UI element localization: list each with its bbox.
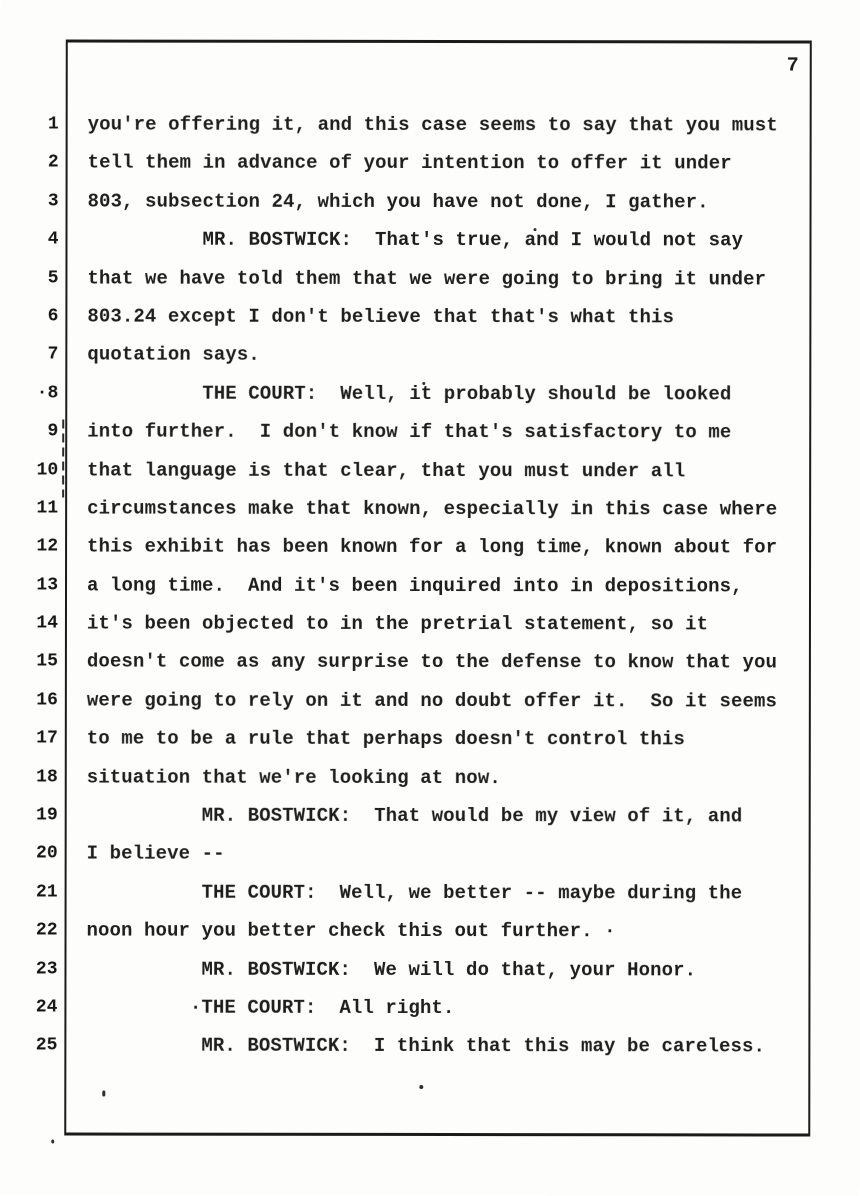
line-number: 10: [36, 459, 59, 480]
scan-speck: [422, 381, 426, 385]
transcript-line: 5 that we have told them that we were goi…: [0, 259, 860, 299]
line-number: 4: [47, 229, 59, 250]
transcript-line: 3 803, subsection 24, which you have not …: [1, 182, 860, 222]
line-number: 24: [35, 997, 58, 1018]
line-text: 803.24 except I don't believe that that'…: [87, 305, 675, 329]
line-text: MR. BOSTWICK: That's true, and I would n…: [87, 228, 744, 252]
line-number: 22: [35, 920, 58, 941]
line-number: 25: [35, 1035, 58, 1056]
transcript-line: 6 803.24 except I don't believe that that…: [0, 297, 860, 337]
line-text: that we have told them that we were goin…: [87, 267, 767, 291]
line-text: tell them in advance of your intention t…: [87, 151, 732, 175]
transcript-line: 25 MR. BOSTWICK: I think that this may b…: [0, 1027, 859, 1067]
scan-speck: [419, 1084, 424, 1089]
line-number: 17: [36, 728, 58, 749]
transcript-line: 24 ·THE COURT: All right.: [0, 988, 859, 1028]
line-number: 20: [36, 843, 58, 864]
transcript-line: 23 MR. BOSTWICK: We will do that, your H…: [0, 950, 860, 990]
line-number: 6: [47, 306, 59, 327]
transcript-line: 22 noon hour you better check this out fu…: [0, 912, 860, 952]
transcript-line: 10 that language is that clear, that you …: [0, 451, 860, 491]
line-number: 2: [47, 152, 59, 173]
page-number: 7: [786, 54, 799, 78]
line-number: 18: [36, 767, 58, 788]
transcript-line: 17 to me to be a rule that perhaps doesn'…: [0, 720, 860, 760]
line-text: I believe --: [86, 842, 225, 866]
scan-speck: [533, 228, 537, 232]
line-number: 14: [36, 613, 58, 634]
transcript-line: 7 quotation says.: [0, 336, 860, 376]
line-number: 16: [36, 690, 58, 711]
transcript-line: 21 THE COURT: Well, we better -- maybe d…: [0, 873, 860, 913]
transcript-line: 16 were going to rely on it and no doubt …: [0, 681, 860, 721]
line-text: MR. BOSTWICK: We will do that, your Hono…: [86, 958, 697, 981]
line-number: 21: [35, 882, 58, 903]
scan-speck: [51, 1139, 55, 1144]
line-number: ·8: [36, 383, 59, 404]
transcript-line: 2 tell them in advance of your intention …: [1, 144, 860, 184]
line-number: 19: [36, 805, 58, 826]
transcript-line: 18 situation that we're looking at now.: [0, 758, 860, 798]
line-text: THE COURT: Well, it probably should be l…: [87, 382, 732, 406]
transcript-line: 19 MR. BOSTWICK: That would be my view o…: [0, 796, 860, 836]
line-text: it's been objected to in the pretrial st…: [86, 612, 709, 636]
line-number: 3: [47, 191, 59, 212]
line-text: noon hour you better check this out furt…: [86, 919, 616, 943]
transcript-line: 13 a long time. And it's been inquired in…: [0, 566, 860, 606]
line-text: doesn't come as any surprise to the defe…: [86, 650, 778, 674]
line-text: you're offering it, and this case seems …: [87, 113, 778, 137]
transcript-line: 4 MR. BOSTWICK: That's true, and I would…: [0, 221, 860, 261]
line-number: 1: [47, 114, 59, 135]
line-number: 5: [47, 268, 59, 289]
line-text: circumstances make that known, especiall…: [87, 497, 778, 521]
transcript-line: 11 circumstances make that known, especia…: [0, 489, 860, 529]
transcript-line: 9 into further. I don't know if that's sa…: [0, 413, 860, 453]
line-number: 11: [36, 498, 59, 519]
line-text: quotation says.: [87, 343, 260, 367]
line-text: MR. BOSTWICK: That would be my view of i…: [86, 804, 743, 828]
line-text: 803, subsection 24, which you have not d…: [87, 190, 709, 214]
transcript-line: 1 you're offering it, and this case seems…: [1, 105, 860, 145]
transcript-line: 15 doesn't come as any surprise to the de…: [0, 643, 860, 683]
line-number: 23: [35, 959, 58, 980]
scan-speck: [102, 1090, 106, 1097]
scan-border-smudge: [62, 419, 65, 498]
transcript-body: 1 you're offering it, and this case seems…: [0, 105, 860, 1066]
line-number: 7: [47, 344, 59, 365]
transcript-line: 20 I believe --: [0, 835, 860, 875]
line-text: into further. I don't know if that's sat…: [87, 420, 732, 444]
line-text: to me to be a rule that perhaps doesn't …: [86, 727, 685, 751]
line-text: were going to rely on it and no doubt of…: [86, 689, 777, 713]
transcript-line: ·8 THE COURT: Well, it probably should b…: [0, 374, 860, 414]
line-text: that language is that clear, that you mu…: [87, 459, 686, 482]
line-number: 13: [36, 575, 59, 596]
transcript-line: 14 it's been objected to in the pretrial …: [0, 604, 860, 644]
line-number: 9: [47, 421, 59, 442]
line-number: 15: [36, 651, 58, 672]
line-text: ·THE COURT: All right.: [86, 996, 455, 1020]
line-number: 12: [36, 536, 59, 557]
line-text: situation that we're looking at now.: [86, 766, 501, 789]
line-text: a long time. And it's been inquired into…: [87, 574, 743, 598]
line-text: this exhibit has been known for a long t…: [87, 535, 778, 559]
transcript-line: 12 this exhibit has been known for a long…: [0, 528, 860, 568]
line-text: MR. BOSTWICK: I think that this may be c…: [86, 1034, 765, 1058]
line-text: THE COURT: Well, we better -- maybe duri…: [86, 881, 743, 905]
